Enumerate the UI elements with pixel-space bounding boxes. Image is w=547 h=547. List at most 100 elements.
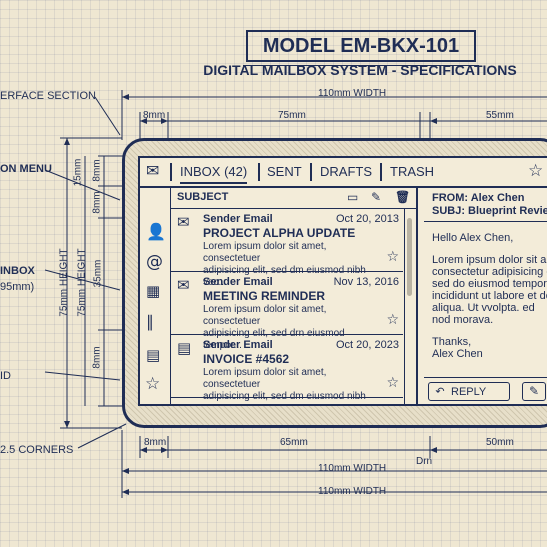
folder-icon[interactable]: ▭ [347, 190, 359, 204]
email-row[interactable]: ✉ Sender Email Oct 20, 2013 PROJECT ALPH… [171, 209, 403, 288]
dim-bottom-width-2: 110mm WIDTH [318, 486, 387, 497]
attachment-icon[interactable]: ∥ [146, 312, 154, 331]
tab-divider [380, 163, 382, 181]
email-preview-line: adipisicing elit, sed drn eiusmod tempor… [203, 328, 345, 351]
star-icon[interactable]: ☆ [386, 249, 399, 265]
tab-drafts[interactable]: DRAFTS [320, 164, 372, 179]
mail-icon[interactable]: ✉ [146, 161, 160, 180]
message-signer: Alex Chen [432, 348, 483, 360]
dim-width-top: 110mm WIDTH [318, 88, 387, 99]
mail-app-screen: ✉ INBOX (42) SENT DRAFTS TRASH ☆ 👤 @ ▦ ∥… [138, 156, 547, 406]
calendar-icon[interactable]: ▦ [146, 282, 161, 300]
corners-note: 2.5 CORNERS [0, 444, 74, 456]
message-list: SUBJECT ▭ ✎ 🗑 ✉ Sender Email Oct 20, 201… [171, 186, 418, 404]
email-preview-line: adipisicing elit, sed dm eiusmod nibh ve… [203, 391, 366, 404]
compose-icon[interactable]: ✎ [522, 382, 546, 401]
envelope-icon: ✉ [177, 213, 190, 231]
star-icon[interactable]: ☆ [528, 161, 544, 181]
message-body-line: sed do eiusmod tempor [432, 278, 547, 290]
message-body-line: nod morava. [432, 314, 494, 326]
dim-tab-row: 8mm [91, 159, 103, 182]
edit-icon[interactable]: ✎ [371, 190, 382, 204]
tab-divider [170, 163, 172, 181]
tab-sent[interactable]: SENT [267, 164, 302, 179]
star-icon[interactable]: ☆ [145, 374, 161, 394]
scrollbar-thumb[interactable] [407, 218, 412, 296]
tab-inbox[interactable]: INBOX (42) [180, 162, 248, 184]
reply-arrow-icon: ↶ [435, 385, 445, 398]
tab-divider [310, 163, 312, 181]
list-header: SUBJECT ▭ ✎ 🗑 [171, 186, 416, 209]
tab-bar: ✉ INBOX (42) SENT DRAFTS TRASH ☆ [140, 158, 547, 188]
dim-bottom: 8mm [91, 346, 103, 369]
dim-tabbar: 15mm [72, 158, 84, 187]
email-preview: Lorem ipsum dolor sit amet, consectetuer… [203, 304, 383, 352]
message-body: Lorem ipsum dolor sit amet, consectetur … [432, 254, 547, 326]
dim-left-margin-top: 8mm [143, 110, 166, 121]
reading-pane: FROM: Alex Chen SUBJ: Blueprint Review H… [424, 186, 547, 404]
dim-list: 35mm [92, 259, 104, 288]
notes-icon[interactable]: ▤ [146, 346, 161, 364]
id-note: ID [0, 370, 11, 382]
tab-trash[interactable]: TRASH [390, 164, 435, 179]
email-subject: PROJECT ALPHA UPDATE [203, 226, 356, 240]
email-subject: MEETING REMINDER [203, 289, 326, 303]
email-date: Oct 20, 2013 [336, 213, 399, 225]
message-subject: SUBJ: Blueprint Review [432, 205, 547, 217]
message-body-line: Lorem ipsum dolor sit amet, [432, 254, 547, 266]
email-preview-line: adipisicing elit, sed dm eiusmod nibh ve… [203, 265, 366, 288]
message-body-line: incididunt ut labore et dolore [432, 290, 547, 302]
message-signoff: Thanks, [432, 336, 472, 348]
sidebar-nav: 👤 @ ▦ ∥ ▤ ☆ [140, 186, 171, 404]
tab-divider [258, 163, 260, 181]
email-date: Nov 13, 2016 [333, 276, 399, 288]
contact-icon[interactable]: 👤 [146, 222, 166, 241]
email-subject: INVOICE #4562 [203, 352, 290, 366]
email-sender: Sender Email [203, 276, 273, 288]
email-sender: Sender Email [203, 339, 273, 351]
dim-header-row: 8mm [91, 191, 103, 214]
star-icon[interactable]: ☆ [386, 312, 399, 328]
email-row[interactable]: ✉ Sender Email Nov 13, 2016 MEETING REMI… [171, 272, 403, 351]
message-body-line: aliqua. Ut vvolpta. ed [432, 302, 535, 314]
inbox-dim-note: 95mm) [0, 281, 35, 293]
email-preview: Lorem ipsum dolor sit amet, consectetuer… [203, 241, 383, 289]
dim-bottom-right: 50mm [486, 437, 514, 448]
at-sign-icon[interactable]: @ [146, 252, 163, 272]
dim-right-width-top: 55mm [486, 110, 514, 121]
dim-drn: Drn [416, 456, 433, 467]
dim-bottom-left: 8mm [144, 437, 167, 448]
nav-menu-note: ON MENU [0, 163, 52, 175]
spec-subtitle: DIGITAL MAILBOX SYSTEM - SPECIFICATIONS [203, 62, 517, 78]
email-preview-line: Lorem ipsum dolor sit amet, consectetuer [203, 367, 327, 390]
email-sender: Sender Email [203, 213, 273, 225]
list-scrollbar[interactable] [404, 208, 415, 404]
reader-toolbar: ↶ REPLY ✎ [424, 377, 547, 404]
reply-label: REPLY [451, 386, 487, 398]
interface-section-note: ERFACE SECTION [0, 90, 96, 102]
message-header: FROM: Alex Chen SUBJ: Blueprint Review [432, 192, 547, 218]
trash-icon[interactable]: 🗑 [395, 190, 411, 204]
email-date: Oct 20, 2023 [336, 339, 399, 351]
email-preview-line: Lorem ipsum dolor sit amet, consectetuer [203, 241, 327, 264]
message-body-line: consectetur adipisicing elit, [432, 266, 547, 278]
email-preview-line: Lorem ipsum dolor sit amet, consectetuer [203, 304, 327, 327]
star-icon[interactable]: ☆ [386, 375, 399, 391]
dim-height-inner: 75mm HEIGHT [76, 248, 88, 317]
dim-bottom-width-1: 110mm WIDTH [318, 463, 387, 474]
document-icon: ▤ [177, 339, 192, 357]
email-row[interactable]: ▤ Sender Email Oct 20, 2023 INVOICE #456… [171, 335, 403, 404]
message-signature: Thanks, Alex Chen [432, 336, 483, 360]
message-greeting: Hello Alex Chen, [432, 232, 514, 244]
subject-column-header: SUBJECT [177, 191, 229, 203]
model-title: MODEL EM-BKX-101 [243, 30, 479, 66]
dim-left-width-top: 75mm [278, 110, 306, 121]
message-from: FROM: Alex Chen [432, 192, 525, 204]
email-preview: Lorem ipsum dolor sit amet, consectetuer… [203, 367, 383, 404]
reply-button[interactable]: ↶ REPLY [428, 382, 510, 401]
envelope-icon: ✉ [177, 276, 190, 294]
inbox-note: INBOX [0, 265, 35, 277]
dim-bottom-mid: 65mm [280, 437, 308, 448]
dim-height-outer: 75mm HEIGHT [58, 248, 70, 317]
